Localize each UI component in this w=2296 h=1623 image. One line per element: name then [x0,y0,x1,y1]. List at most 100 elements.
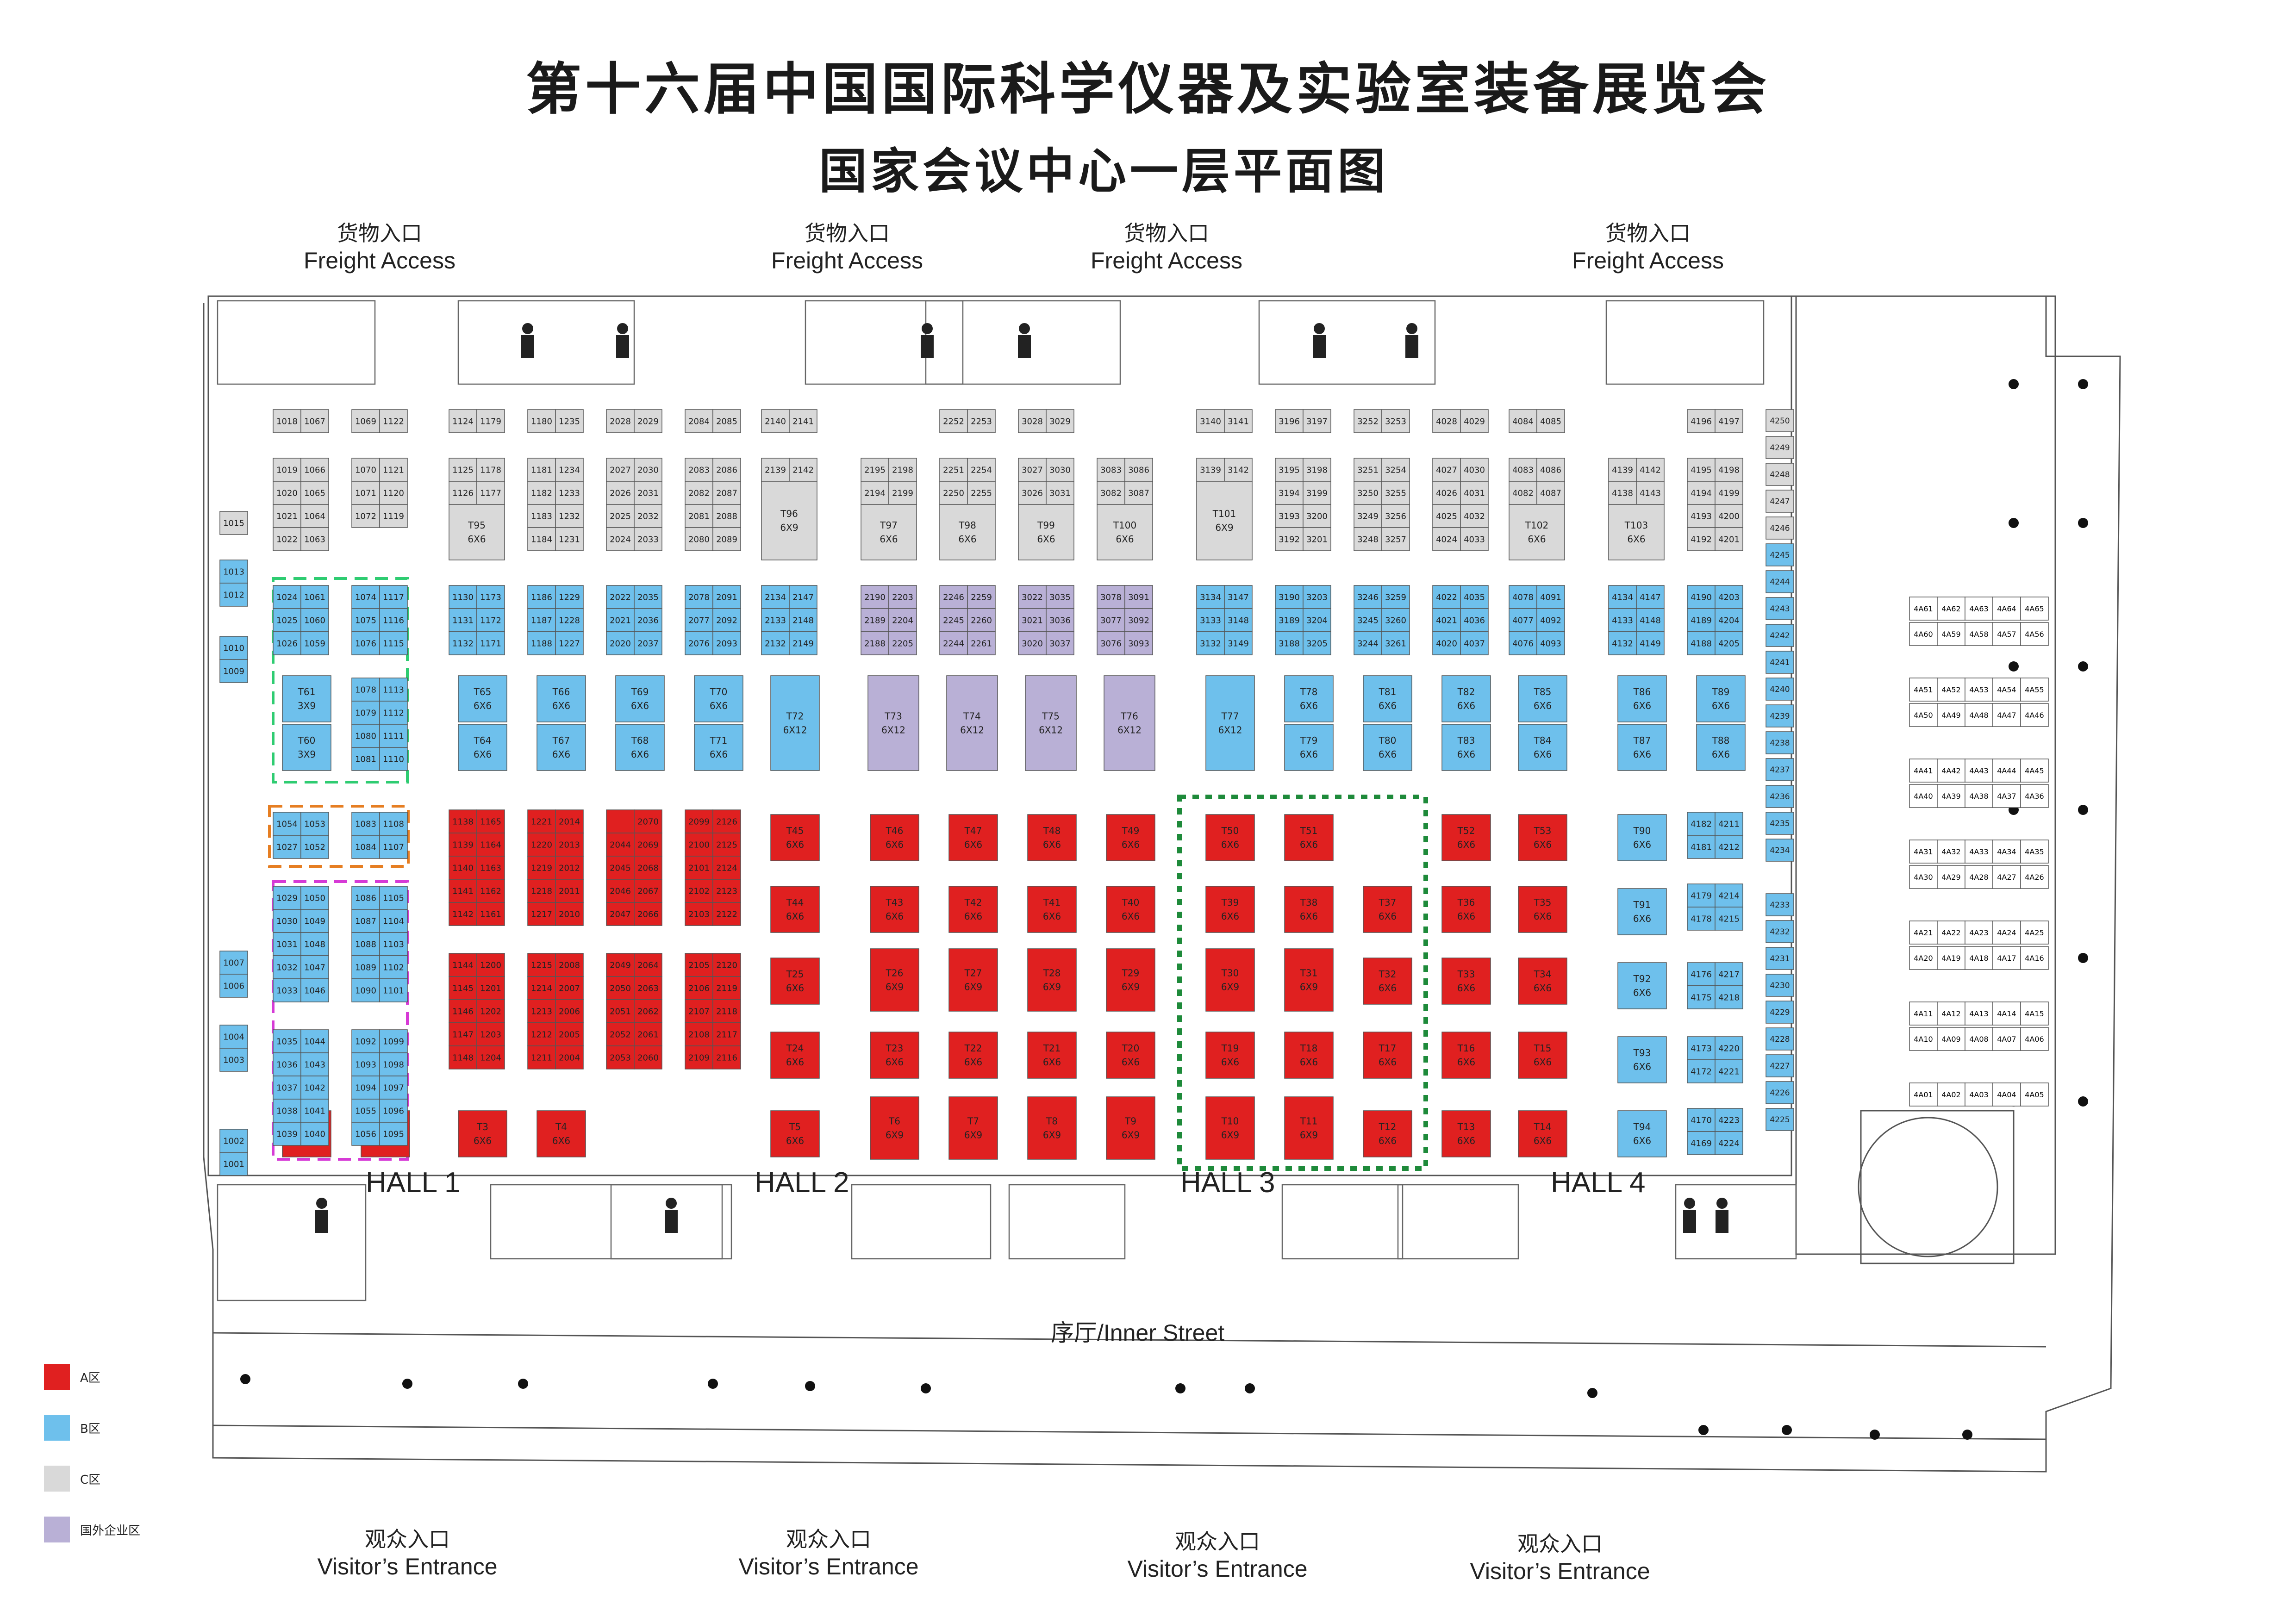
booth-label: 4198 [1718,465,1740,475]
booth-label: 2116 [716,1053,737,1063]
booth-label: 3197 [1306,417,1328,426]
booth-label: 1064 [304,511,325,521]
booth-label: 1122 [383,417,404,426]
booth-label: 6X6 [1379,1057,1397,1068]
booth-label: 4190 [1691,592,1712,602]
booth-label: 1036 [276,1060,298,1070]
booth-label: 1087 [355,916,376,926]
booth-label: 4220 [1718,1044,1740,1053]
booth-label: 1069 [355,417,376,426]
booth-label: 2139 [765,465,786,475]
booth-label: 6X6 [1379,1135,1397,1146]
booth-c: 3197 [1303,409,1331,433]
booth-label: 6X6 [1379,911,1397,922]
booth-label: T60 [298,735,316,746]
booth-c: 1122 [379,409,408,433]
booth-label: 1165 [480,817,501,827]
booth-label: 1056 [355,1129,376,1139]
entrance-en: Visitor’s Entrance [738,1554,919,1579]
booth-label: 1161 [480,909,501,919]
booth-label: 2014 [559,817,580,827]
booth-label: 2053 [610,1053,631,1063]
booth-label: 3256 [1385,511,1406,521]
booth-wall: 4238 [1766,731,1794,754]
booth-a-small: 2124 [712,856,741,880]
booth-b: 1227 [555,631,584,655]
booth-label: 6X9 [1215,522,1233,533]
booth-a-small: 2070 [634,809,662,833]
booth-label: 1124 [452,417,474,426]
booth-c: 3196 [1275,409,1304,433]
booth-label: 4232 [1770,927,1790,937]
booth-label: 4212 [1718,842,1740,852]
booth-b: 4148 [1636,608,1665,632]
booth-b: 4189 [1687,608,1716,632]
booth-b: 1095 [379,1122,408,1146]
booth-label: 3082 [1100,488,1122,498]
booth-b: 1042 [300,1076,329,1100]
annex-booth: 4A30 [1909,865,1938,889]
booth-c: 2198 [888,458,917,482]
booth-label: 4175 [1691,993,1712,1002]
booth-label: 1163 [480,863,501,873]
booth-label: 1144 [452,960,474,970]
booth-label: 1145 [452,983,474,993]
booth-label: 3076 [1100,639,1122,648]
booth-b: 2036 [634,608,662,632]
booth-label: T98 [958,520,976,531]
booth-label: T9 [1124,1116,1136,1127]
annex-booth-label: 4A57 [1997,630,2016,639]
booth-label: 2032 [637,511,659,521]
freight-bays [217,300,1797,1301]
booth-b: 1130 [449,585,477,609]
booth-label: 6X6 [1122,911,1140,922]
annex-booth-label: 4A49 [1941,711,1960,720]
booth-wall: 4230 [1766,974,1794,997]
booth-label: 2132 [765,639,786,648]
booth-label: 1182 [531,488,552,498]
annex-booth: 4A19 [1937,946,1965,970]
booth-label: 2253 [971,417,992,426]
booth-label: 2149 [792,639,814,648]
booth-label: 1231 [559,535,580,544]
booth-label: 1080 [355,731,376,741]
booth-c: 1069 [351,409,380,433]
booth-label: 2188 [864,639,886,648]
booth-a-small: 1165 [476,809,505,833]
booth-c: 1234 [555,458,584,482]
booth-label: 4172 [1691,1067,1712,1076]
booth-label: 4086 [1540,465,1561,475]
booth-label: 1078 [355,685,376,695]
booth-label: 1177 [480,488,501,498]
booth-label: 4134 [1612,592,1633,602]
booth-c: 2195 [861,458,889,482]
booth-label: 4022 [1436,592,1457,602]
booth-c: 3195 [1275,458,1304,482]
booth-label: 1012 [223,590,244,600]
booth-wall: 1006 [219,974,248,998]
booth-b: 2133 [761,608,790,632]
booth-label: 3029 [1049,417,1071,426]
booth-label: 1020 [276,488,298,498]
booth-c: 4200 [1715,504,1743,528]
booth-label: 4028 [1436,417,1457,426]
booth-label: T96 [780,508,798,519]
booth-b: 4169 [1687,1131,1716,1155]
booth-label: 2030 [637,465,659,475]
booth-label: 6X6 [1534,749,1552,760]
booth-label: 6X6 [552,749,570,760]
booth-c: 4084 [1509,409,1537,433]
booth-label: 2125 [716,840,737,850]
booth-b: 4134 [1608,585,1637,609]
booth-label: 6X6 [1043,1057,1061,1068]
booth-c: 3141 [1224,409,1253,433]
